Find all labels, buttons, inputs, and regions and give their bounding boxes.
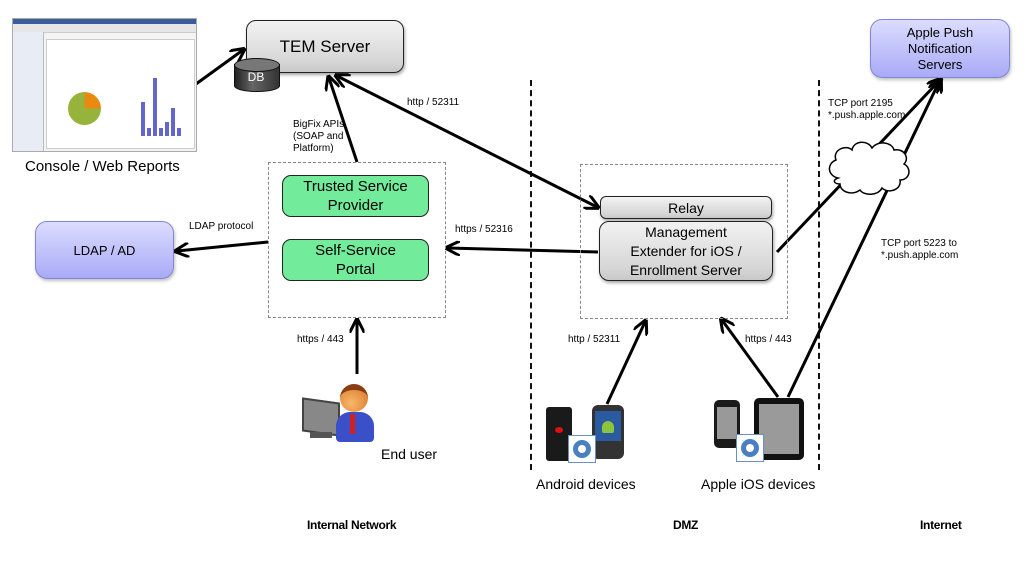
- tsp-label-line1: Trusted Service: [303, 178, 408, 195]
- bigfix-apis-line3: Platform): [293, 143, 334, 154]
- tcp-5223-line1: TCP port 5223 to: [881, 238, 957, 249]
- tem-server-box: TEM Server: [246, 20, 404, 73]
- pie-chart-icon: [68, 92, 101, 125]
- tsp-label-line2: Provider: [327, 197, 384, 214]
- arrow-ios-to-apns: [786, 80, 940, 398]
- mgmt-label-line2: Extender for iOS /: [630, 242, 742, 259]
- bigfix-badge-icon: [736, 434, 764, 462]
- tcp-5223-label: TCP port 5223 to *.push.apple.com: [881, 238, 958, 262]
- tcp-2195-label: TCP port 2195 *.push.apple.com: [828, 98, 905, 122]
- dmz-left-boundary: [530, 80, 532, 470]
- https-443-user-label: https / 443: [297, 334, 344, 345]
- arrow-tem-relay: [337, 76, 597, 207]
- end-user-icon: [298, 384, 378, 454]
- http-52311-top-label: http / 52311: [407, 97, 460, 108]
- ssp-label-line2: Portal: [335, 261, 376, 278]
- zone-dmz: DMZ: [673, 518, 699, 532]
- bar-chart-icon: [141, 74, 186, 136]
- apns-label-line3: Servers: [917, 56, 963, 72]
- console-label: Console / Web Reports: [25, 158, 180, 175]
- apple-devices-icon: [714, 396, 806, 462]
- apns-label-line1: Apple Push: [906, 24, 974, 40]
- ldap-ad-label: LDAP / AD: [73, 242, 136, 258]
- internet-cloud-icon: [828, 141, 910, 195]
- arrow-console-to-tem: [195, 50, 243, 86]
- tcp-2195-line1: TCP port 2195: [828, 98, 893, 109]
- tem-server-label: TEM Server: [279, 36, 371, 56]
- arrow-ldap: [177, 240, 269, 251]
- internal-services-group: [268, 162, 446, 318]
- ldap-protocol-label: LDAP protocol: [189, 221, 254, 232]
- https-443-ios-label: https / 443: [745, 334, 792, 345]
- bigfix-apis-line2: (SOAP and: [293, 131, 344, 142]
- tcp-2195-line2: *.push.apple.com: [828, 110, 906, 121]
- db-label: DB: [247, 70, 265, 84]
- zone-internal-network: Internal Network: [307, 518, 397, 532]
- monitor-icon: [302, 397, 340, 437]
- bigfix-apis-label: BigFix APIs (SOAP and Platform): [293, 119, 344, 155]
- https-52316-label: https / 52316: [455, 224, 513, 235]
- arrow-ios-to-dmz: [722, 320, 780, 398]
- bigfix-apis-line1: BigFix APIs: [293, 119, 345, 130]
- relay-box: Relay: [600, 196, 772, 219]
- end-user-label: End user: [381, 446, 438, 462]
- bigfix-badge-icon: [568, 435, 596, 463]
- mgmt-label-line3: Enrollment Server: [629, 261, 743, 278]
- relay-label: Relay: [668, 199, 704, 216]
- console-screenshot: [12, 18, 197, 152]
- tcp-5223-line2: *.push.apple.com: [881, 250, 959, 261]
- arrow-extender-to-portal: [448, 248, 599, 252]
- database-icon: DB: [234, 58, 280, 94]
- internet-boundary: [818, 80, 820, 470]
- self-service-portal-box: Self-Service Portal: [282, 239, 429, 281]
- management-extender-box: Management Extender for iOS / Enrollment…: [599, 221, 773, 281]
- ssp-label-line1: Self-Service: [315, 242, 396, 259]
- http-52311-android-label: http / 52311: [568, 334, 621, 345]
- dmz-services-group: [580, 164, 788, 319]
- trusted-service-provider-box: Trusted Service Provider: [282, 175, 429, 217]
- ldap-ad-box: LDAP / AD: [35, 221, 174, 279]
- apns-box: Apple Push Notification Servers: [870, 19, 1010, 78]
- apple-devices-label: Apple iOS devices: [701, 476, 816, 492]
- android-devices-icon: [546, 405, 630, 465]
- mgmt-label-line1: Management: [645, 223, 727, 240]
- android-devices-label: Android devices: [536, 476, 636, 492]
- zone-internet: Internet: [920, 518, 962, 532]
- arrow-android-to-dmz: [605, 322, 645, 405]
- apns-label-line2: Notification: [907, 40, 973, 56]
